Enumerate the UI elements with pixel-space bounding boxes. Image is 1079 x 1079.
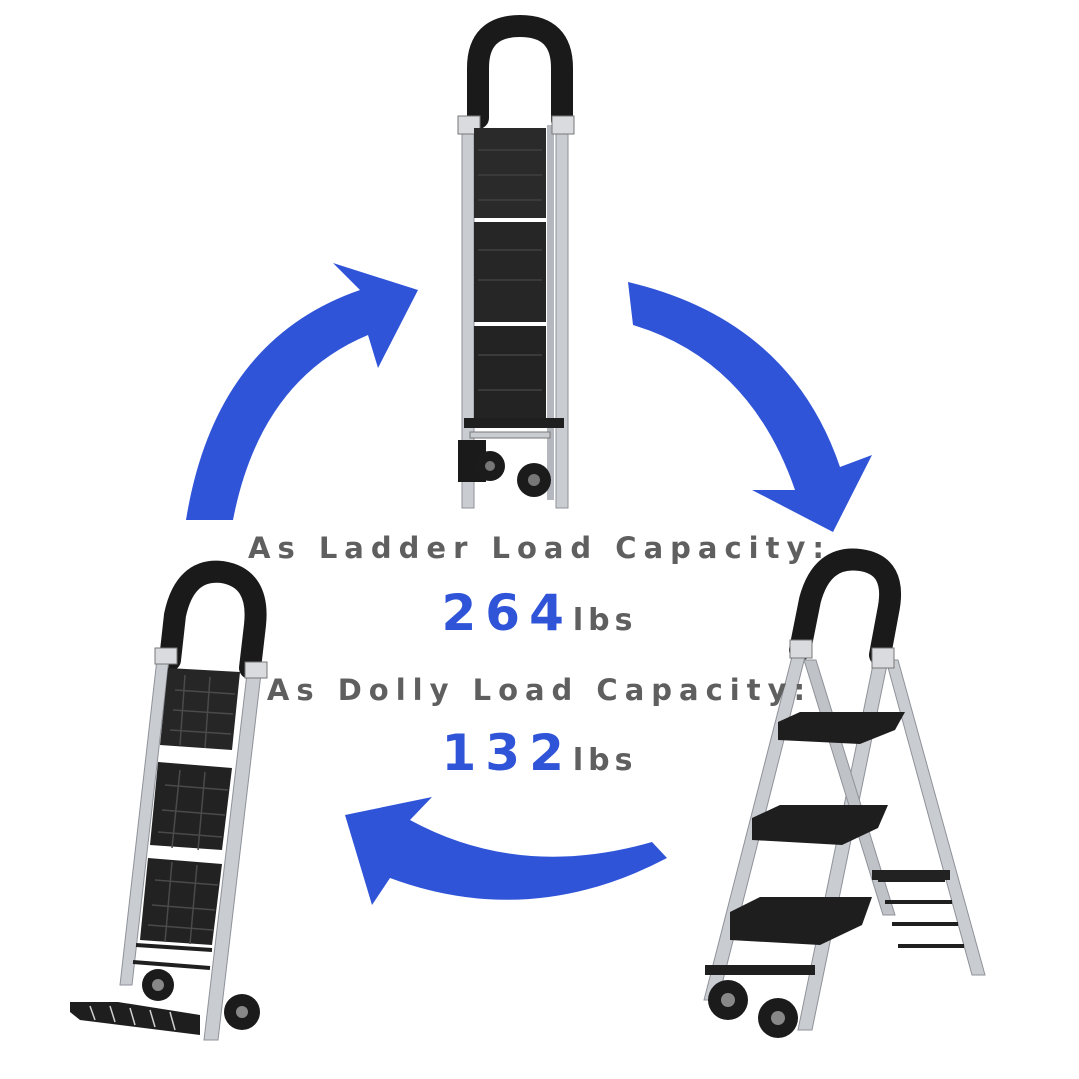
dolly-capacity-label: As Dolly Load Capacity: [266, 673, 813, 707]
arrow-up-right-icon [186, 263, 418, 520]
arrow-left-icon [345, 797, 667, 905]
ladder-capacity-number: 264 [441, 584, 573, 642]
dolly-capacity-number: 132 [441, 724, 573, 782]
dolly-capacity-value-line: 132lbs [0, 724, 1079, 782]
dolly-capacity-unit: lbs [572, 743, 638, 778]
ladder-capacity-unit: lbs [572, 603, 638, 638]
arrow-down-right-icon [628, 282, 872, 532]
ladder-capacity-label: As Ladder Load Capacity: [248, 531, 831, 565]
ladder-capacity-value-line: 264lbs [0, 584, 1079, 642]
